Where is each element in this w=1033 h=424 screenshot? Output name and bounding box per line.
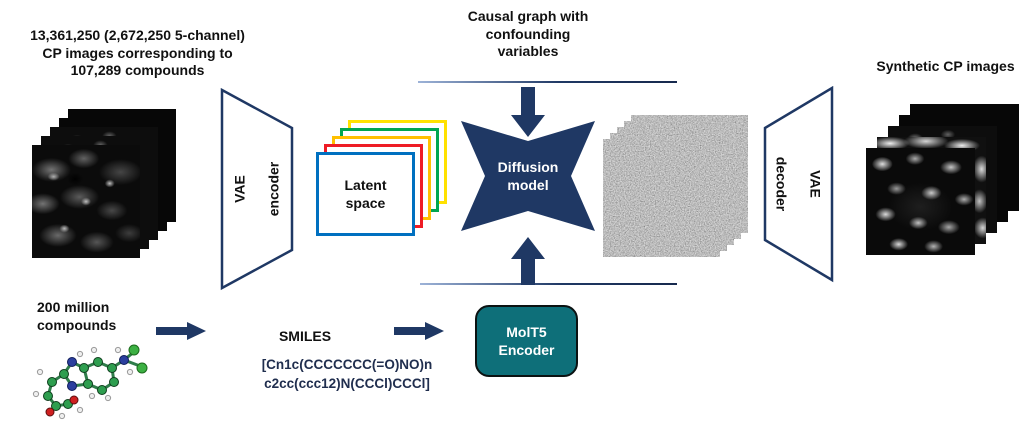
cp-dataset-caption-line3: 107,289 compounds	[70, 62, 205, 78]
molt5-encoder-box: MolT5 Encoder	[475, 305, 578, 377]
compounds-caption: 200 million compounds	[37, 299, 207, 334]
diffusion-label-line2: model	[507, 177, 549, 193]
cp-image-front	[32, 145, 140, 258]
causal-caption-line3: variables	[497, 43, 559, 59]
smiles-string: [Cn1c(CCCCCCC(=O)NO)n c2cc(ccc12)N(CCCl)…	[233, 355, 461, 393]
causal-caption-line2: confounding	[485, 25, 571, 42]
vae-decoder-label-line2: decoder	[773, 156, 790, 212]
smiles-string-line2: c2cc(ccc12)N(CCCl)CCCl]	[264, 376, 430, 391]
diffusion-label-line1: Diffusion	[497, 159, 559, 175]
arrow-right-molt5-icon	[394, 322, 444, 340]
cp-dataset-caption: 13,361,250 (2,672,250 5-channel) CP imag…	[0, 27, 275, 80]
top-rail-line	[418, 81, 677, 83]
causal-caption-line1: Causal graph with	[467, 8, 589, 24]
diffusion-model-label: Diffusion model	[468, 158, 588, 194]
vae-decoder-label-line1: VAE	[807, 170, 824, 198]
molt5-label: MolT5 Encoder	[498, 323, 554, 359]
compounds-caption-line1: 200 million	[37, 299, 110, 315]
vae-encoder-label-line2: encoder	[265, 161, 282, 217]
latent-space-label: Latent space	[345, 176, 387, 212]
molt5-label-line2: Encoder	[498, 342, 555, 358]
latent-space-label-line1: Latent	[344, 177, 387, 193]
arrow-down-icon	[511, 87, 545, 137]
smiles-title: SMILES	[278, 328, 332, 344]
synthetic-front	[866, 148, 975, 255]
cp-dataset-caption-line1: 13,361,250 (2,672,250 5-channel)	[30, 27, 245, 43]
vae-encoder-shape	[220, 88, 294, 291]
compounds-caption-line2: compounds	[37, 316, 117, 333]
latent-space-label-line2: space	[345, 195, 386, 211]
latent-layer-front: Latent space	[316, 152, 415, 236]
vae-encoder-label-line1: VAE	[231, 175, 248, 203]
arrow-up-icon	[511, 237, 545, 285]
causal-graph-caption: Causal graph with confounding variables	[428, 8, 628, 61]
bottom-rail-line	[420, 283, 677, 285]
synthetic-cp-caption: Synthetic CP images	[876, 58, 1015, 74]
vae-decoder-label: VAE decoder	[756, 114, 841, 254]
arrow-right-smiles-icon	[156, 322, 206, 340]
cp-dataset-caption-line2: CP images corresponding to	[42, 44, 233, 61]
molt5-label-line1: MolT5	[506, 324, 547, 340]
vae-encoder-label: VAE encoder	[215, 119, 300, 259]
smiles-string-line1: [Cn1c(CCCCCCC(=O)NO)n	[261, 357, 433, 372]
vae-decoder-shape	[763, 86, 834, 283]
molecule-icon	[32, 344, 148, 420]
diffusion-model-shape	[461, 121, 595, 231]
noise-layer-front	[603, 139, 720, 257]
